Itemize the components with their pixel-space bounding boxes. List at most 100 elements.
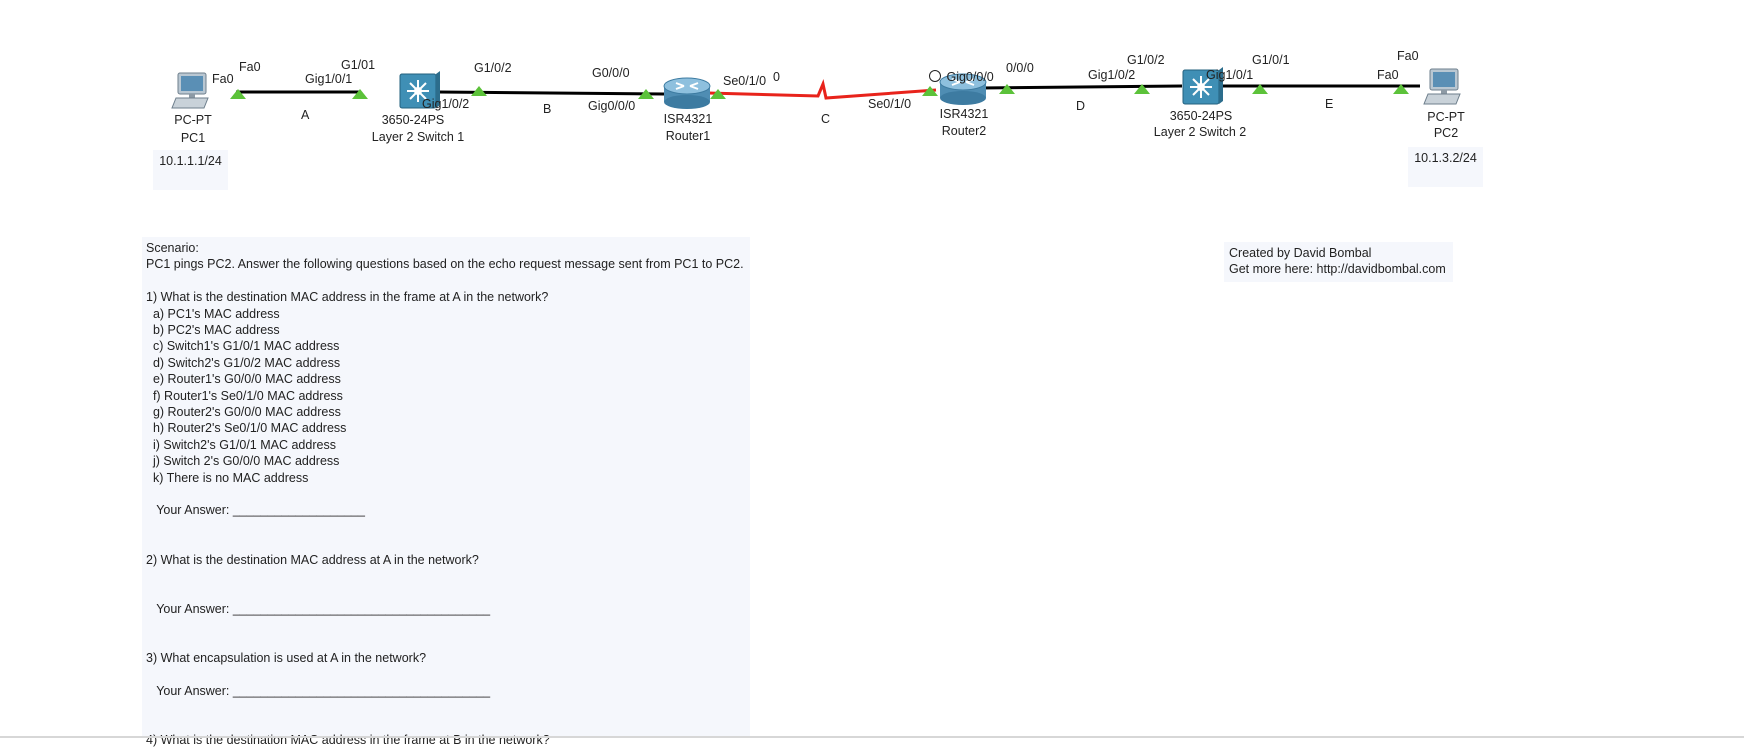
router-icon bbox=[663, 77, 711, 109]
port-status-sw2-gig1-0-2 bbox=[1134, 84, 1150, 94]
multilayer-switch-icon bbox=[1182, 67, 1223, 105]
link-b-cable[interactable] bbox=[437, 90, 665, 96]
pc1-ip-note[interactable]: 10.1.1.1/24 bbox=[153, 150, 228, 190]
r2-port-d-label-text: Gig0/0/0 bbox=[946, 70, 994, 84]
pc1-port-label: Fa0 bbox=[212, 72, 234, 86]
scenario-note-line bbox=[146, 535, 750, 551]
credit-note[interactable]: Created by David Bombal Get more here: h… bbox=[1224, 242, 1453, 282]
pc-icon bbox=[1423, 68, 1461, 105]
r1-port-b-label-alt: G0/0/0 bbox=[592, 66, 630, 80]
scenario-note-line bbox=[146, 617, 750, 633]
credit-line-link: Get more here: http://davidbombal.com bbox=[1229, 262, 1446, 277]
scenario-note-line: g) Router2's G0/0/0 MAC address bbox=[146, 405, 341, 420]
scenario-note-line: Your Answer: ___________________ bbox=[146, 503, 365, 518]
r1-port-b-label: Gig0/0/0 bbox=[588, 99, 636, 113]
scenario-note-line: f) Router1's Se0/1/0 MAC address bbox=[146, 388, 343, 403]
pc-icon bbox=[171, 72, 209, 109]
scenario-note-line: b) PC2's MAC address bbox=[146, 323, 280, 338]
scenario-note-line bbox=[146, 634, 750, 650]
sw1-port-a-label: Gig1/0/1 bbox=[305, 72, 353, 86]
multilayer-switch-icon bbox=[399, 71, 440, 109]
pc1-model-label: PC-PT bbox=[174, 113, 212, 127]
port-status-sw1-gig1-0-1 bbox=[352, 89, 368, 99]
r1-port-c-label-tail: 0 bbox=[773, 70, 780, 84]
r2-port-d-label: Gig0/0/0 bbox=[929, 69, 994, 85]
clock-icon bbox=[929, 70, 941, 82]
port-status-pc1-fa0 bbox=[230, 89, 246, 99]
r1-port-c-label: Se0/1/0 bbox=[723, 74, 767, 88]
scenario-note-line: k) There is no MAC address bbox=[146, 470, 309, 485]
port-status-pc2-fa0 bbox=[1393, 84, 1409, 94]
pc2-port-label: Fa0 bbox=[1377, 68, 1399, 82]
scenario-note-line: Your Answer: ___________________________… bbox=[146, 683, 491, 698]
sw1-port-a-label-alt: G1/01 bbox=[341, 58, 376, 72]
scenario-note-line: 1) What is the destination MAC address i… bbox=[146, 290, 549, 305]
router1-model-label: ISR4321 bbox=[663, 112, 713, 126]
port-status-sw2-gig1-0-1 bbox=[1252, 84, 1268, 94]
link-d-label: D bbox=[1076, 99, 1086, 113]
link-c-serial-cable[interactable] bbox=[707, 78, 937, 100]
switch2-model-label: 3650-24PS bbox=[1169, 109, 1233, 123]
sw2-port-e-label-alt: G1/0/1 bbox=[1252, 53, 1290, 67]
router2-model-label: ISR4321 bbox=[939, 107, 989, 121]
link-a-label: A bbox=[301, 108, 310, 122]
pc1-name-label: PC1 bbox=[180, 131, 206, 145]
scenario-note-line bbox=[146, 666, 750, 682]
pc2-ip-text: 10.1.3.2/24 bbox=[1414, 151, 1477, 165]
scenario-note-line bbox=[146, 273, 750, 289]
pc2-model-label: PC-PT bbox=[1427, 110, 1465, 124]
device-pc1[interactable] bbox=[171, 70, 212, 115]
port-status-r1-gig0-0-0 bbox=[638, 89, 654, 99]
pc2-name-label: PC2 bbox=[1433, 126, 1459, 140]
scenario-note-line: PC1 pings PC2. Answer the following ques… bbox=[146, 257, 744, 272]
link-b-label: B bbox=[543, 102, 552, 116]
scenario-note-line bbox=[146, 716, 750, 732]
device-switch2[interactable] bbox=[1181, 66, 1225, 115]
scenario-note-line: 4) What is the destination MAC address i… bbox=[146, 733, 550, 748]
port-status-r2-gig0-0-0 bbox=[999, 84, 1015, 94]
pc2-port-label-alt: Fa0 bbox=[1397, 49, 1419, 63]
device-pc2[interactable] bbox=[1423, 66, 1464, 111]
scenario-note[interactable]: Scenario: PC1 pings PC2. Answer the follo… bbox=[142, 237, 750, 747]
sw2-port-d-label-alt: G1/0/2 bbox=[1127, 53, 1165, 67]
scenario-note-line bbox=[146, 486, 750, 502]
scenario-note-line bbox=[146, 519, 750, 535]
pc1-ip-text: 10.1.1.1/24 bbox=[159, 154, 222, 168]
scenario-note-line: h) Router2's Se0/1/0 MAC address bbox=[146, 421, 347, 436]
scenario-note-line bbox=[146, 584, 750, 600]
scenario-note-line: 3) What encapsulation is used at A in th… bbox=[146, 651, 427, 666]
scenario-note-line bbox=[146, 699, 750, 715]
device-router2[interactable] bbox=[938, 72, 988, 111]
scenario-note-line: i) Switch2's G1/0/1 MAC address bbox=[146, 437, 336, 452]
scenario-note-line: 2) What is the destination MAC address a… bbox=[146, 552, 479, 567]
link-c-label: C bbox=[821, 112, 831, 126]
r2-port-d-label-alt: 0/0/0 bbox=[1006, 61, 1034, 75]
link-d-cable[interactable] bbox=[979, 84, 1183, 90]
workspace-bottom-edge bbox=[0, 736, 1744, 738]
switch1-model-label: 3650-24PS bbox=[381, 113, 445, 127]
scenario-note-line bbox=[146, 568, 750, 584]
port-status-r2-se0-1-0 bbox=[922, 86, 938, 96]
link-e-label: E bbox=[1325, 97, 1334, 111]
sw2-port-e-label: Gig1/0/1 bbox=[1206, 68, 1254, 82]
sw1-port-b-label-alt: G1/0/2 bbox=[474, 61, 512, 75]
device-switch1[interactable] bbox=[398, 70, 442, 119]
scenario-note-line: j) Switch 2's G0/0/0 MAC address bbox=[146, 454, 340, 469]
device-router1[interactable] bbox=[662, 76, 712, 115]
pc1-port-label-alt: Fa0 bbox=[239, 60, 261, 74]
scenario-note-line: c) Switch1's G1/0/1 MAC address bbox=[146, 339, 340, 354]
sw1-port-b-label: Gig1/0/2 bbox=[422, 97, 470, 111]
switch2-name-label: Layer 2 Switch 2 bbox=[1153, 125, 1247, 139]
router1-name-label: Router1 bbox=[665, 129, 711, 143]
port-status-sw1-gig1-0-2 bbox=[471, 86, 487, 96]
pc2-ip-note[interactable]: 10.1.3.2/24 bbox=[1408, 147, 1483, 187]
credit-line-author: Created by David Bombal bbox=[1229, 246, 1372, 260]
scenario-note-line: Scenario: bbox=[146, 241, 199, 255]
scenario-note-line: d) Switch2's G1/0/2 MAC address bbox=[146, 355, 341, 370]
scenario-note-line: Your Answer: ___________________________… bbox=[146, 601, 491, 616]
port-status-r1-se0-1-0 bbox=[710, 89, 726, 99]
switch1-name-label: Layer 2 Switch 1 bbox=[371, 130, 465, 144]
scenario-note-line: e) Router1's G0/0/0 MAC address bbox=[146, 372, 341, 387]
